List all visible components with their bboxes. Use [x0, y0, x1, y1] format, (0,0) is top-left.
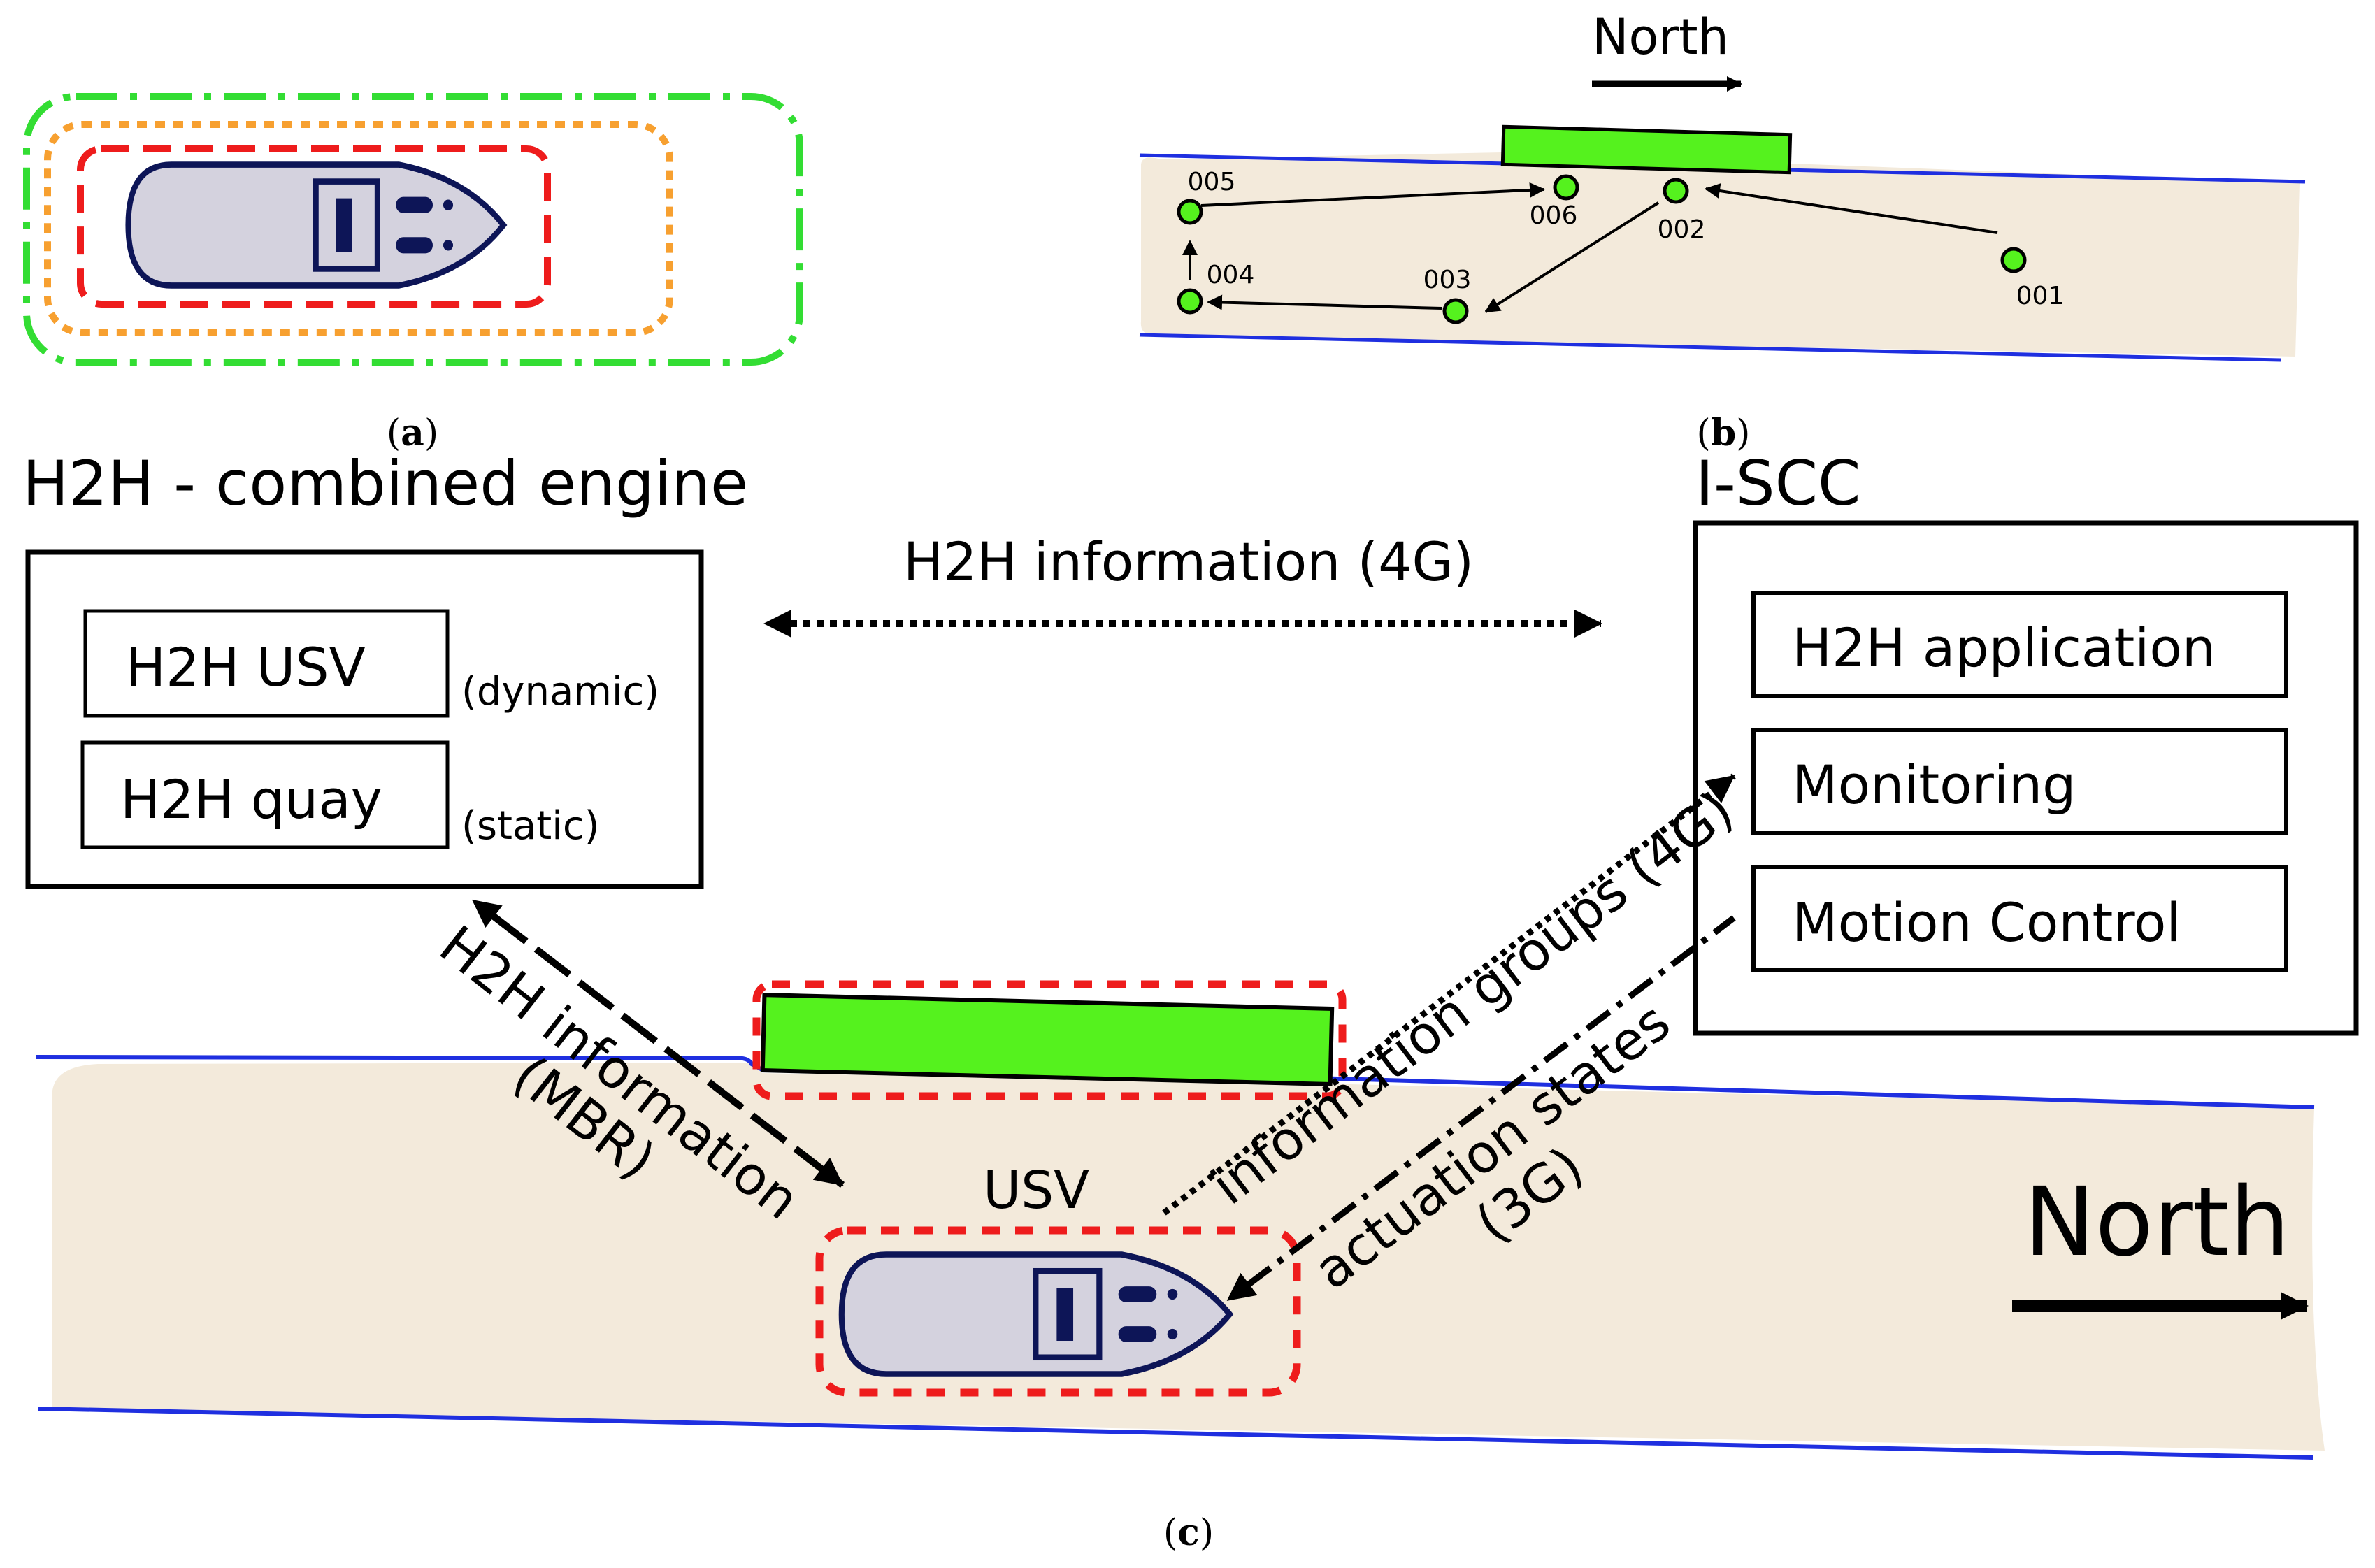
waypoint-005: 005	[1177, 168, 1236, 225]
iscc-box	[1693, 520, 2359, 1036]
panel-a: (a)	[23, 93, 803, 454]
engine-usv-note: (dynamic)	[461, 669, 659, 714]
engine-quay-note: (static)	[461, 803, 599, 849]
waypoint-006: 006	[1530, 174, 1579, 230]
usv-label: USV	[983, 1160, 1089, 1221]
route-arrows	[1182, 182, 1998, 313]
link-4g-label: H2H information (4G)	[903, 531, 1474, 593]
shoreline-bottom-c	[38, 1407, 2313, 1460]
panel-c: USV North H2H - combined engine H2H USV …	[22, 447, 2359, 1554]
zone-orange-middle	[44, 121, 673, 336]
quay-zone-c	[752, 980, 1347, 1100]
svg-text:005: 005	[1188, 168, 1236, 196]
north-label-b: North	[1592, 8, 1729, 66]
panel-b: North 001 002 003 004 005	[1139, 8, 2306, 454]
iscc-motion-label: Motion Control	[1792, 891, 2181, 954]
engine-box	[25, 549, 704, 889]
waypoint-003: 003	[1423, 266, 1472, 324]
iscc-monitoring-box	[1751, 728, 2288, 835]
water-area-c	[52, 1063, 2325, 1451]
panel-a-caption: (a)	[387, 412, 438, 454]
waypoint-002: 002	[1658, 178, 1706, 244]
engine-quay-label: H2H quay	[120, 768, 382, 830]
zone-red-inner	[77, 145, 551, 308]
panel-b-caption: (b)	[1697, 412, 1751, 454]
iscc-title: I-SCC	[1695, 447, 1860, 519]
link-groups-arrow	[1162, 773, 1736, 1216]
zone-green-outer	[23, 93, 803, 366]
engine-usv-box	[83, 609, 450, 718]
panel-c-caption: (c)	[1163, 1511, 1214, 1554]
quay-b	[1500, 124, 1793, 175]
usv-ship-icon	[842, 1255, 1230, 1374]
svg-text:003: 003	[1423, 266, 1472, 294]
usv-zone-c	[815, 1226, 1301, 1397]
iscc-motion-box	[1751, 865, 2288, 972]
svg-text:004: 004	[1207, 261, 1255, 289]
iscc-app-box	[1751, 591, 2288, 698]
link-mbr-arrow	[471, 899, 845, 1188]
north-label-c: North	[2024, 1167, 2290, 1278]
engine-quay-box	[80, 740, 450, 849]
link-actuation-arrow	[1226, 915, 1736, 1301]
svg-text:001: 001	[2016, 282, 2065, 310]
shoreline-bottom-b	[1139, 333, 2281, 362]
iscc-monitoring-label: Monitoring	[1792, 754, 2076, 816]
svg-text:006: 006	[1530, 201, 1578, 230]
waypoint-004: 004	[1177, 261, 1255, 315]
waypoint-001: 001	[2000, 247, 2065, 310]
svg-text:002: 002	[1658, 215, 1706, 244]
engine-usv-label: H2H USV	[126, 636, 366, 698]
quay-c	[760, 993, 1335, 1087]
water-area-b	[1140, 152, 2300, 357]
iscc-app-label: H2H application	[1792, 617, 2216, 679]
engine-title: H2H - combined engine	[22, 447, 748, 519]
ship-icon	[128, 165, 503, 286]
